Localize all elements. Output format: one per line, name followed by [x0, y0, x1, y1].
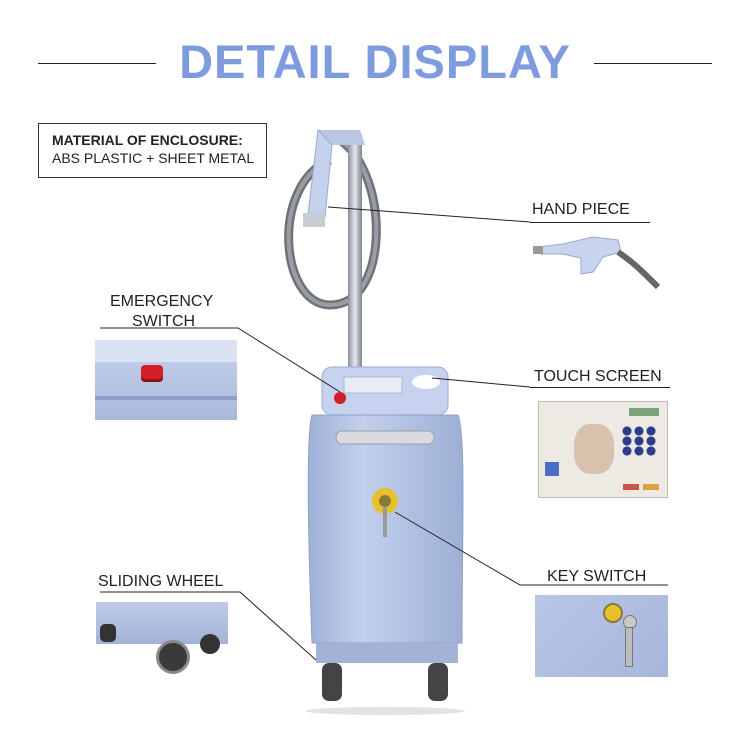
wheel-right-icon — [200, 634, 220, 654]
panel-edge — [95, 396, 237, 400]
emergency-switch-photo — [95, 340, 237, 420]
device-main-image — [284, 128, 465, 715]
title-rule-left — [38, 63, 156, 64]
wheel-front-icon — [156, 640, 190, 674]
callout-emergency-line1: EMERGENCY — [110, 293, 214, 310]
touch-screen-photo — [538, 401, 668, 498]
control-panel-strip — [95, 340, 237, 362]
callout-sliding-wheel: SLIDING WHEEL — [98, 573, 224, 590]
title-rule-right — [594, 63, 712, 64]
hand-piece-image — [533, 236, 661, 290]
key-lock-icon — [603, 603, 623, 623]
screen-thumbnail — [545, 462, 559, 476]
screen-button-red — [623, 484, 639, 490]
callout-hand-piece: HAND PIECE — [532, 201, 630, 218]
screen-button-orange — [643, 484, 659, 490]
screen-tab — [629, 408, 659, 416]
callout-key-switch: KEY SWITCH — [547, 568, 647, 585]
sliding-wheel-photo — [96, 602, 228, 680]
callout-touch-screen: TOUCH SCREEN — [534, 368, 662, 385]
key-switch-photo — [535, 595, 668, 677]
zone-grid — [621, 426, 657, 456]
callout-emergency-line2: SWITCH — [132, 313, 196, 330]
page-title: DETAIL DISPLAY — [179, 35, 571, 88]
material-heading: MATERIAL OF ENCLOSURE: — [52, 132, 243, 148]
hand-piece-underline — [530, 222, 650, 223]
face-zone-map — [574, 424, 614, 474]
key-blade — [625, 627, 633, 667]
emergency-button-icon — [141, 365, 163, 379]
material-value: ABS PLASTIC + SHEET METAL — [52, 150, 255, 166]
wheel-left-icon — [100, 624, 116, 642]
touch-screen-underline — [530, 387, 670, 388]
material-info-box: MATERIAL OF ENCLOSURE: ABS PLASTIC + SHE… — [38, 123, 267, 178]
